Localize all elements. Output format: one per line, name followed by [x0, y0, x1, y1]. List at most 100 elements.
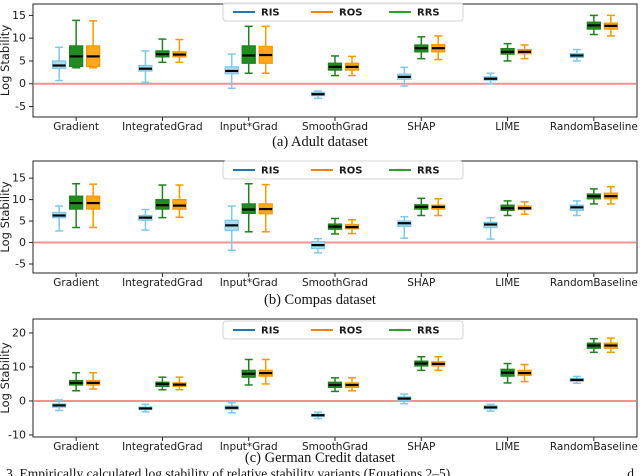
legend: RIS ROS RRS — [222, 160, 464, 180]
x-tick-label: SmoothGrad — [302, 121, 368, 133]
y-tick-label: 5 — [19, 54, 26, 67]
x-tick-label: LIME — [495, 121, 520, 133]
box-ros-2 — [258, 183, 273, 233]
box-ros-6 — [603, 337, 619, 354]
box-ros-6 — [603, 185, 619, 205]
figure-caption-tail: d — [627, 467, 634, 476]
x-tick-label: IntegratedGrad — [122, 121, 203, 133]
x-tick-label: IntegratedGrad — [122, 441, 203, 453]
legend: RIS ROS RRS — [222, 2, 464, 22]
box-rrs-6 — [586, 188, 602, 205]
box-ris-6 — [569, 375, 585, 385]
box-ris-5 — [483, 403, 498, 412]
box-ros-0 — [85, 20, 101, 69]
box-ros-0 — [85, 183, 101, 229]
box-rrs-1 — [155, 38, 170, 64]
x-tick-label: Gradient — [53, 121, 99, 133]
x-tick-label: IntegratedGrad — [122, 277, 203, 289]
y-tick-label: 15 — [12, 9, 26, 22]
legend-label-ros: ROS — [339, 166, 362, 177]
legend-box — [222, 320, 464, 340]
figure-caption-clipped: 3. Empirically calculated log stability … — [0, 467, 640, 476]
x-tick-label: LIME — [495, 441, 520, 453]
box-ris-0 — [51, 205, 67, 232]
box-ris-1 — [138, 403, 153, 413]
box-ris-3 — [310, 90, 326, 100]
box-rrs-4 — [414, 36, 429, 60]
legend-label-ros: ROS — [339, 326, 362, 337]
box-ros-3 — [344, 55, 360, 77]
box-ros-5 — [517, 201, 532, 215]
box-ros-3 — [344, 377, 360, 392]
subplot-caption-c: (c) German Credit dataset — [244, 450, 396, 466]
box-rrs-6 — [586, 337, 602, 354]
legend-label-ros: ROS — [339, 8, 362, 19]
y-tick-label: 10 — [12, 360, 26, 373]
box-ris-4 — [397, 66, 412, 87]
x-tick-label: RandomBaseline — [550, 121, 638, 133]
legend-label-rrs: RRS — [417, 166, 440, 177]
legend: RIS ROS RRS — [222, 320, 464, 340]
y-tick-label: 0 — [19, 394, 26, 407]
box-ros-2 — [258, 25, 273, 75]
legend-label-rrs: RRS — [417, 8, 440, 19]
x-tick-label: Gradient — [53, 277, 99, 289]
box-ris-6 — [569, 200, 585, 217]
x-tick-label: RandomBaseline — [550, 441, 638, 453]
box-rrs-1 — [155, 184, 170, 219]
box-ros-1 — [172, 38, 187, 64]
x-tick-label: SmoothGrad — [302, 277, 368, 289]
x-tick-label: Gradient — [53, 441, 99, 453]
x-tick-label: SHAP — [407, 277, 435, 289]
box-rrs-5 — [500, 200, 515, 217]
x-tick-label: SmoothGrad — [302, 441, 368, 453]
box-ris-3 — [310, 237, 326, 254]
figure-caption-text: 3. Empirically calculated log stability … — [6, 467, 451, 476]
legend-label-rrs: RRS — [417, 326, 440, 337]
box-ros-3 — [344, 219, 360, 235]
box-rrs-2 — [241, 25, 256, 75]
x-tick-label: LIME — [495, 277, 520, 289]
y-tick-label: 10 — [12, 32, 26, 45]
box-ros-5 — [517, 363, 532, 383]
box-rrs-4 — [414, 355, 429, 372]
box-ris-1 — [138, 50, 153, 84]
legend-label-ris: RIS — [261, 8, 280, 19]
subplot-caption-a: (a) Adult dataset — [272, 134, 368, 150]
y-axis-title: Log Stability — [0, 342, 12, 413]
y-tick-label: 0 — [19, 77, 26, 90]
iqr-box — [172, 198, 187, 210]
box-ros-4 — [431, 35, 446, 61]
box-rrs-6 — [586, 14, 602, 36]
box-ris-2 — [224, 401, 239, 414]
legend-label-ris: RIS — [261, 326, 280, 337]
y-tick-label: 20 — [12, 326, 26, 339]
box-rrs-2 — [241, 182, 256, 233]
x-tick-label: Input*Grad — [220, 277, 278, 289]
legend-label-ris: RIS — [261, 166, 280, 177]
box-rrs-5 — [500, 42, 515, 62]
box-ris-2 — [224, 53, 239, 90]
x-tick-label: SHAP — [407, 121, 435, 133]
box-ris-0 — [51, 46, 67, 82]
x-tick-label: Input*Grad — [220, 441, 278, 453]
box-ris-5 — [483, 216, 498, 240]
y-axis-title: Log Stability — [0, 25, 12, 96]
box-ris-0 — [51, 399, 67, 412]
box-ros-4 — [431, 198, 446, 217]
box-rrs-0 — [68, 371, 84, 392]
box-rrs-0 — [68, 182, 84, 229]
box-ros-1 — [172, 376, 187, 391]
box-rrs-4 — [414, 197, 429, 217]
y-tick-label: -5 — [15, 257, 26, 270]
y-tick-label: -5 — [15, 100, 26, 113]
box-ris-6 — [569, 48, 585, 62]
box-rrs-3 — [327, 377, 343, 393]
y-tick-label: 15 — [12, 172, 26, 185]
